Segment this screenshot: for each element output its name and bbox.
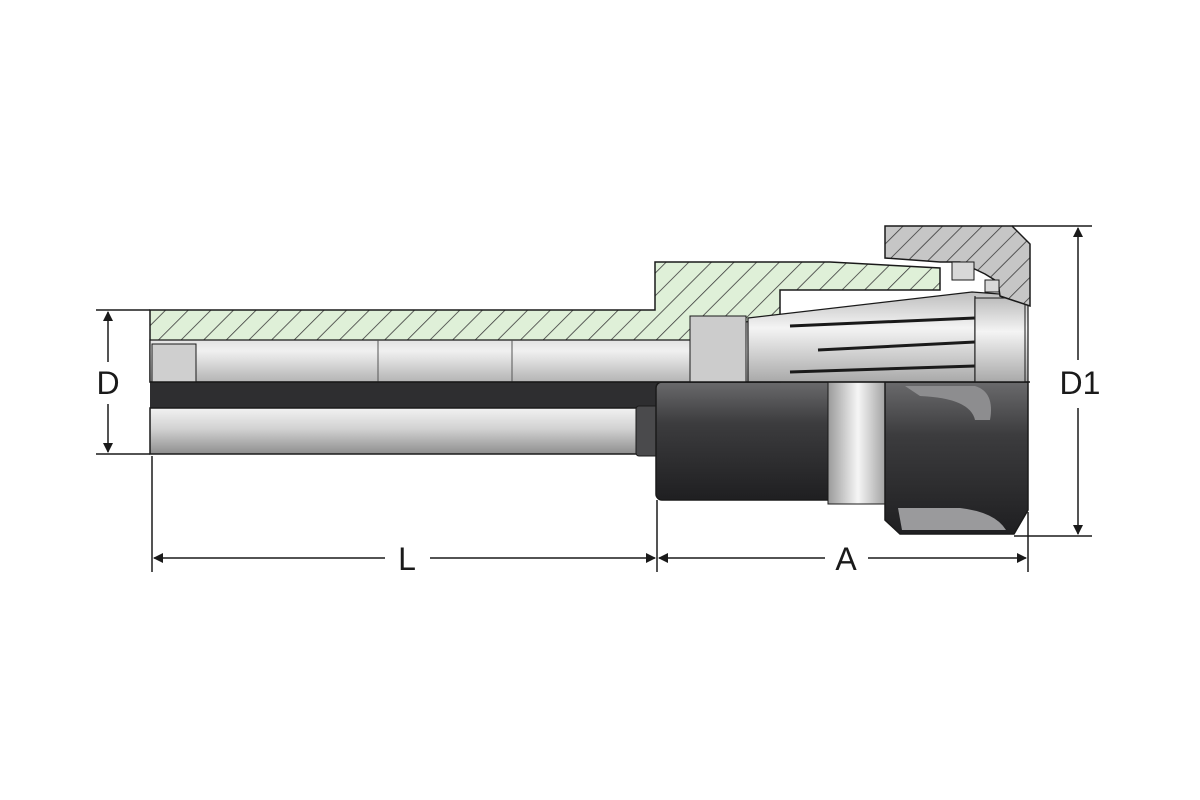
chuck-body: [655, 381, 837, 501]
dimension-d: D: [96, 309, 150, 455]
bore-end-step: [151, 343, 197, 383]
dimension-d1: D1: [1012, 225, 1101, 537]
straight-shank: [149, 407, 643, 455]
shank-chamfer: [635, 405, 659, 457]
nut-thread-tooth: [951, 261, 975, 281]
collet-slot-1: [789, 316, 976, 328]
tool-cross-section: [149, 225, 1031, 383]
dim-label-a: A: [835, 541, 857, 577]
bore-relief: [689, 315, 747, 383]
collet-nose: [974, 297, 1026, 383]
dim-label-d: D: [96, 365, 119, 401]
dimension-l: L: [151, 456, 658, 577]
collet-slot-3: [789, 364, 976, 374]
shank-shadow-band: [150, 382, 660, 408]
tool-exterior: [149, 381, 1029, 535]
dimension-a: A: [658, 512, 1029, 577]
collet-section: [747, 291, 1029, 383]
dim-label-l: L: [398, 541, 416, 577]
nut-lip: [984, 279, 1000, 293]
nut-slot-upper: [905, 386, 991, 420]
collet-slot-2: [817, 340, 976, 352]
dim-label-d1: D1: [1060, 365, 1101, 401]
nut-slot-lower: [898, 508, 1006, 530]
collet-ring: [827, 381, 889, 505]
